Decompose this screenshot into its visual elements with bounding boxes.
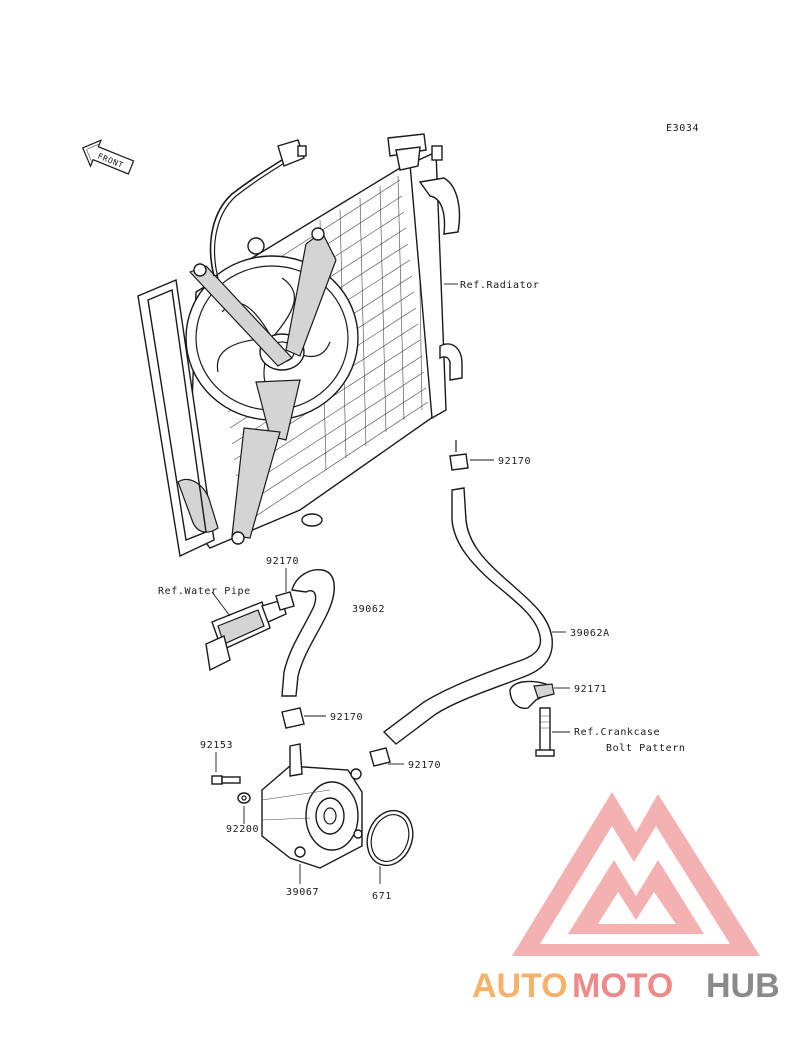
water-pipe <box>205 599 287 672</box>
o-ring-671 <box>366 809 414 867</box>
wordmark-hub: HUB <box>706 967 780 1005</box>
label-39062A: 39062A <box>570 628 610 639</box>
label-92170-upper: 92170 <box>498 456 531 467</box>
diagram-code: E3034 <box>666 123 699 134</box>
label-92153: 92153 <box>200 740 233 751</box>
label-ref-water-pipe: Ref.Water Pipe <box>158 586 251 597</box>
hose-clamp-waterpipe <box>275 591 295 611</box>
label-ref-radiator: Ref.Radiator <box>460 280 539 291</box>
label-671: 671 <box>372 891 392 902</box>
oil-cooler-39067 <box>261 743 363 869</box>
hose-clamp-upper <box>449 440 469 471</box>
radiator-assembly <box>137 133 463 558</box>
label-92170-mid: 92170 <box>330 712 363 723</box>
label-92171: 92171 <box>574 684 607 695</box>
washer-92200 <box>237 792 251 804</box>
hose-39062A <box>382 487 553 745</box>
hose-clamp-lower <box>369 747 391 767</box>
automotohub-logo-icon <box>512 792 760 956</box>
label-92170-waterpipe: 92170 <box>266 556 299 567</box>
wordmark-moto: MOTO <box>572 967 673 1005</box>
hose-39062 <box>281 569 335 697</box>
automotohub-wordmark: AUTO MOTO HUB <box>472 967 780 1005</box>
label-ref-crankcase-2: Bolt Pattern <box>606 743 685 754</box>
hose-clamp-mid <box>281 707 305 729</box>
wordmark-auto: AUTO <box>472 967 568 1005</box>
label-39062: 39062 <box>352 604 385 615</box>
crankcase-bolt <box>535 707 555 757</box>
bolt-92153 <box>211 775 241 785</box>
label-39067: 39067 <box>286 887 319 898</box>
front-arrow-icon: FRONT <box>81 139 135 175</box>
bracket-92171 <box>509 680 555 709</box>
label-92170-lower: 92170 <box>408 760 441 771</box>
label-92200: 92200 <box>226 824 259 835</box>
label-ref-crankcase-1: Ref.Crankcase <box>574 727 660 738</box>
